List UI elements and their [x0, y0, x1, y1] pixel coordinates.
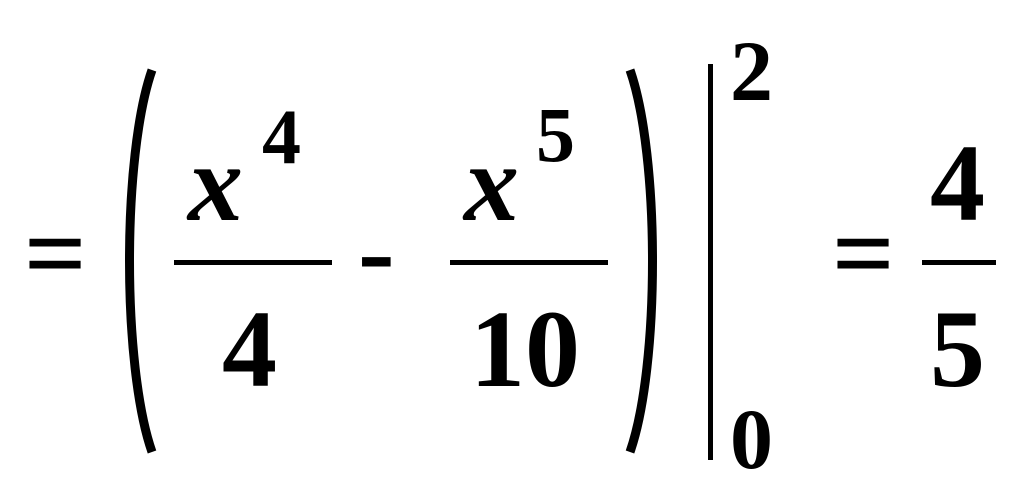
term1-fraction-bar: [174, 260, 332, 265]
result-denominator: 5: [930, 288, 985, 410]
term2-fraction-bar: [450, 260, 608, 265]
term2-denominator: 10: [470, 288, 580, 410]
result-equals-sign: =: [832, 192, 895, 314]
lower-bound: 0: [730, 391, 773, 487]
upper-bound: 2: [730, 23, 773, 119]
term2-numerator-base: x: [464, 122, 519, 244]
term1-numerator-base: x: [188, 122, 243, 244]
minus-operator: -: [358, 190, 395, 312]
term1-denominator: 4: [222, 288, 277, 410]
result-fraction-bar: [922, 260, 996, 265]
right-parenthesis: [625, 68, 657, 454]
left-parenthesis: [125, 68, 157, 454]
leading-equals-sign: =: [24, 192, 87, 314]
term2-numerator-exponent: 5: [536, 91, 575, 178]
term1-numerator-exponent: 4: [262, 93, 301, 180]
result-numerator: 4: [930, 122, 985, 244]
evaluation-bar: [708, 64, 713, 460]
